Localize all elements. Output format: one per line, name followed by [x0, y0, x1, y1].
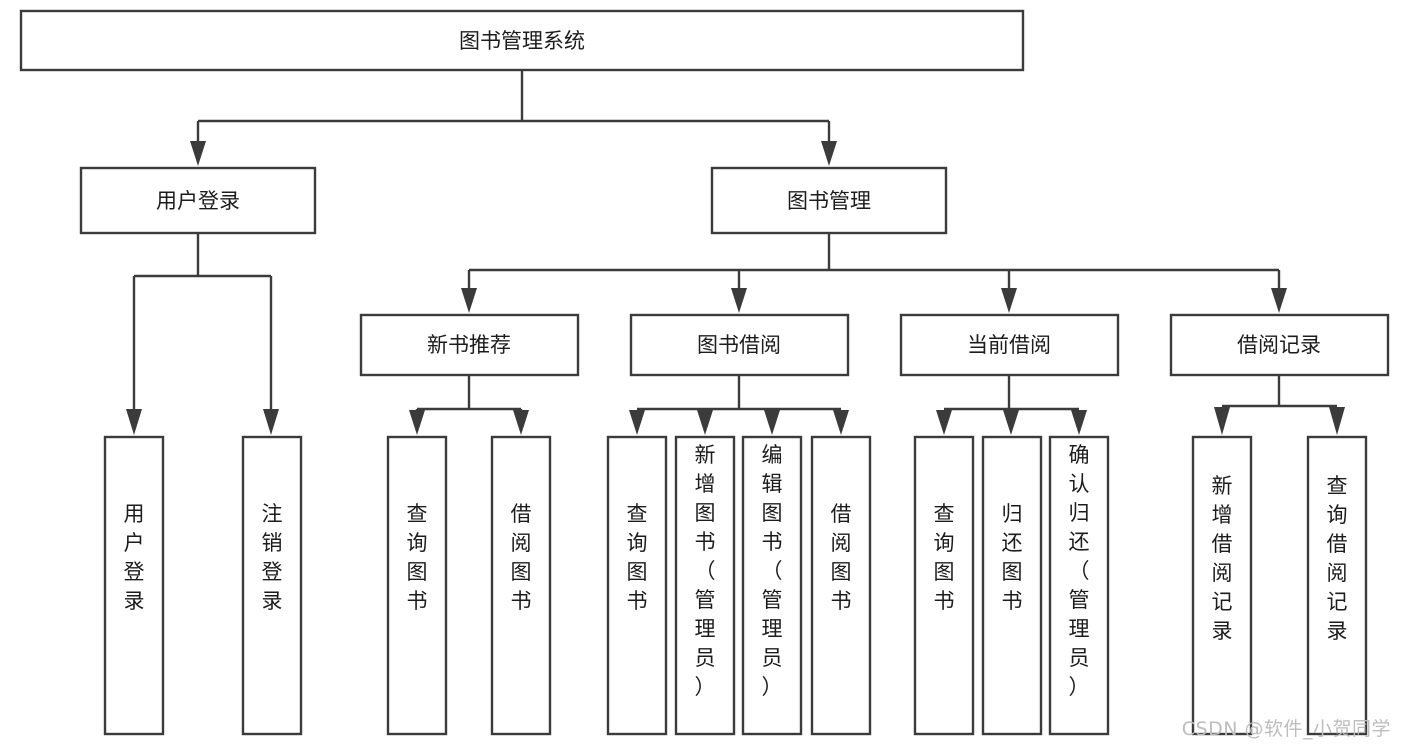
connector-group-user-login [126, 233, 279, 435]
arrow-to-leaf-user-logout [263, 409, 279, 435]
arrow-to-leaf-add-book [697, 410, 713, 435]
node-leaf-add-record-label: 新增借阅记录 [1212, 474, 1233, 643]
arrow-to-leaf-borrow-book-2 [833, 410, 849, 435]
node-leaf-query-record-box[interactable] [1306, 435, 1368, 736]
node-leaf-query-book-3-label: 查询图书 [934, 502, 955, 613]
node-leaf-user-login[interactable]: 用户登录 [103, 435, 165, 736]
arrow-to-leaf-edit-book [764, 410, 780, 435]
arrow-to-leaf-query-book-3 [936, 410, 952, 435]
node-book-management[interactable]: 图书管理 [710, 166, 948, 235]
node-leaf-query-record-label: 查询借阅记录 [1327, 474, 1348, 643]
node-root-box[interactable] [19, 9, 1025, 72]
node-leaf-edit-book[interactable]: 编辑图书（管理员） [741, 435, 803, 736]
node-leaf-return-book[interactable]: 归还图书 [981, 435, 1043, 736]
node-leaf-add-record-box[interactable] [1191, 435, 1253, 736]
node-leaf-user-logout-box[interactable] [241, 435, 303, 736]
arrow-to-leaf-confirm-return [1071, 410, 1087, 435]
node-leaf-borrow-book-2[interactable]: 借阅图书 [810, 435, 872, 736]
arrow-to-leaf-query-book-1 [409, 410, 425, 435]
node-leaf-query-book-2-label: 查询图书 [627, 502, 648, 613]
node-leaf-query-book-1-box[interactable] [386, 435, 448, 736]
node-root[interactable]: 图书管理系统 [19, 9, 1025, 72]
node-leaf-return-book-box[interactable] [981, 435, 1043, 736]
node-leaf-edit-book-label: 编辑图书（管理员） [762, 443, 783, 699]
arrow-to-leaf-return-book [1003, 410, 1019, 435]
node-leaf-add-book[interactable]: 新增图书（管理员） [674, 435, 736, 736]
node-root-label: 图书管理系统 [459, 29, 585, 53]
node-book-management-box[interactable] [710, 166, 948, 235]
node-leaf-query-book-1[interactable]: 查询图书 [386, 435, 448, 736]
node-leaf-borrow-book-1[interactable]: 借阅图书 [490, 435, 552, 736]
node-leaf-confirm-return-label: 确认归还（管理员） [1069, 443, 1090, 699]
node-leaf-borrow-book-1-box[interactable] [490, 435, 552, 736]
node-leaf-query-book-3-box[interactable] [913, 435, 975, 736]
arrow-to-leaf-query-book-2 [629, 410, 645, 435]
node-leaf-user-login-label: 用户登录 [124, 502, 145, 613]
node-leaf-user-logout-label: 注销登录 [262, 502, 283, 613]
node-leaf-add-book-box[interactable] [674, 435, 736, 736]
node-leaf-query-record[interactable]: 查询借阅记录 [1306, 435, 1368, 736]
node-book-borrow-label: 图书借阅 [697, 333, 781, 357]
node-leaf-confirm-return[interactable]: 确认归还（管理员） [1048, 435, 1110, 736]
arrow-to-leaf-add-record [1214, 407, 1230, 435]
node-leaf-user-login-box[interactable] [103, 435, 165, 736]
connector-group-book-borrow [629, 375, 849, 435]
arrow-to-book-borrow [731, 288, 747, 313]
connector-group-root [190, 70, 837, 166]
node-borrow-record-label: 借阅记录 [1237, 333, 1321, 357]
arrow-to-new-book-recommend [461, 288, 477, 313]
node-leaf-query-book-2-box[interactable] [606, 435, 668, 736]
node-leaf-query-book-2[interactable]: 查询图书 [606, 435, 668, 736]
node-leaf-borrow-book-2-box[interactable] [810, 435, 872, 736]
node-new-book-recommend-label: 新书推荐 [427, 333, 511, 357]
node-borrow-record-box[interactable] [1169, 313, 1390, 377]
node-leaf-confirm-return-box[interactable] [1048, 435, 1110, 736]
node-leaf-borrow-book-2-label: 借阅图书 [831, 502, 852, 613]
node-leaf-query-book-3[interactable]: 查询图书 [913, 435, 975, 736]
node-current-borrow-label: 当前借阅 [967, 333, 1051, 357]
node-leaf-query-book-1-label: 查询图书 [407, 502, 428, 613]
node-leaf-add-record[interactable]: 新增借阅记录 [1191, 435, 1253, 736]
node-new-book-recommend-box[interactable] [359, 313, 580, 377]
arrow-to-current-borrow [1001, 288, 1017, 313]
node-borrow-record[interactable]: 借阅记录 [1169, 313, 1390, 377]
node-user-login-box[interactable] [79, 166, 317, 235]
node-current-borrow-box[interactable] [899, 313, 1120, 377]
arrow-to-book-management [821, 141, 837, 166]
arrow-to-leaf-query-record [1329, 407, 1345, 435]
node-leaf-user-logout[interactable]: 注销登录 [241, 435, 303, 736]
arrow-to-user-login [190, 141, 206, 166]
connector-group-current-borrow [936, 375, 1087, 435]
arrow-to-borrow-record [1271, 288, 1287, 313]
connector-group-book-management [461, 233, 1287, 313]
csdn-watermark: CSDN @软件_小贺同学 [1181, 718, 1391, 740]
connector-group-borrow-record [1214, 375, 1345, 435]
connector-group-new-book-recommend [409, 375, 529, 435]
node-user-login-label: 用户登录 [156, 189, 240, 213]
node-leaf-return-book-label: 归还图书 [1002, 502, 1023, 613]
node-book-borrow-box[interactable] [629, 313, 850, 377]
node-leaf-add-book-label: 新增图书（管理员） [695, 443, 716, 699]
arrow-to-leaf-user-login [126, 409, 142, 435]
node-new-book-recommend[interactable]: 新书推荐 [359, 313, 580, 377]
node-book-management-label: 图书管理 [787, 189, 871, 213]
node-current-borrow[interactable]: 当前借阅 [899, 313, 1120, 377]
node-user-login[interactable]: 用户登录 [79, 166, 317, 235]
arrow-to-leaf-borrow-book-1 [513, 410, 529, 435]
node-book-borrow[interactable]: 图书借阅 [629, 313, 850, 377]
node-leaf-borrow-book-1-label: 借阅图书 [511, 502, 532, 613]
node-leaf-edit-book-box[interactable] [741, 435, 803, 736]
